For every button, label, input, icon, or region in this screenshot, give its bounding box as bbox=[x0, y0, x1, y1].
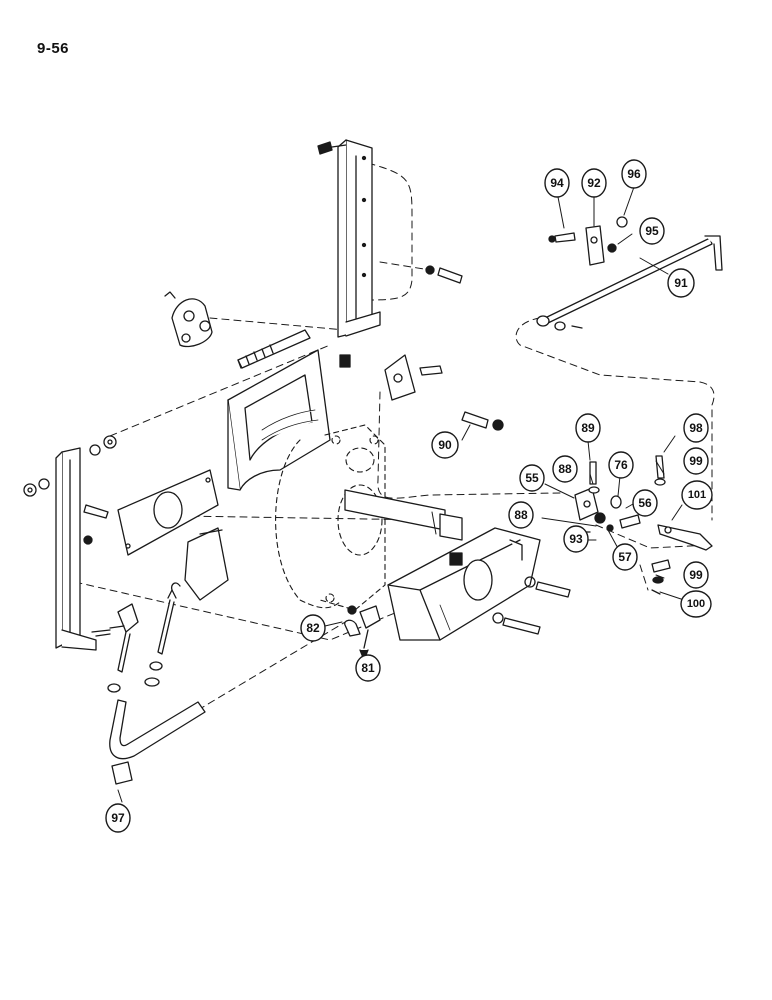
callout-label-94: 94 bbox=[550, 176, 564, 190]
output-shaft bbox=[344, 489, 463, 541]
callout-label-93: 93 bbox=[569, 532, 583, 546]
drain-fitting bbox=[344, 605, 381, 661]
lower-casing bbox=[387, 527, 541, 641]
assembly-guide-lines bbox=[74, 162, 715, 711]
breather-assembly bbox=[95, 603, 139, 693]
upper-vertical-bracket bbox=[337, 139, 381, 338]
callout-label-100: 100 bbox=[687, 598, 705, 610]
long-stud bbox=[237, 329, 351, 369]
callout-label-89: 89 bbox=[581, 421, 595, 435]
callout-label-95: 95 bbox=[645, 224, 659, 238]
callout-label-82: 82 bbox=[306, 621, 320, 635]
callout-label-101: 101 bbox=[688, 489, 706, 501]
callout-89 bbox=[575, 413, 601, 443]
callout-bubbles bbox=[105, 159, 713, 833]
callout-96 bbox=[621, 159, 647, 189]
callout-label-57: 57 bbox=[618, 550, 632, 564]
vent-tube bbox=[109, 699, 206, 785]
callout-91 bbox=[667, 268, 695, 298]
callout-98 bbox=[683, 413, 709, 443]
mid-bracket bbox=[384, 354, 504, 431]
left-hardware bbox=[23, 435, 117, 633]
callout-label-88b: 88 bbox=[514, 508, 528, 522]
callout-labels: 94 92 96 95 91 90 89 98 88 76 99 55 56 1… bbox=[111, 167, 706, 825]
callout-label-92: 92 bbox=[587, 176, 601, 190]
callout-label-96: 96 bbox=[627, 167, 641, 181]
callout-88a bbox=[552, 455, 578, 483]
callout-88b bbox=[508, 501, 534, 529]
callout-92 bbox=[581, 168, 607, 198]
callout-101 bbox=[681, 480, 713, 510]
callout-94 bbox=[544, 168, 570, 198]
callout-82 bbox=[300, 614, 326, 642]
left-mounting-plate bbox=[164, 291, 213, 348]
callout-label-56: 56 bbox=[638, 496, 652, 510]
dipstick bbox=[144, 582, 181, 687]
callout-label-91: 91 bbox=[674, 276, 688, 290]
rod-bracket bbox=[548, 216, 628, 266]
callout-99b bbox=[683, 561, 709, 589]
callout-100 bbox=[680, 590, 712, 618]
callout-label-88a: 88 bbox=[558, 462, 572, 476]
callout-label-98: 98 bbox=[689, 421, 703, 435]
callout-76 bbox=[608, 451, 634, 479]
rubber-boot bbox=[184, 527, 229, 601]
callout-label-97: 97 bbox=[111, 811, 125, 825]
callout-56 bbox=[632, 489, 658, 517]
callout-55 bbox=[519, 464, 545, 492]
callout-label-81: 81 bbox=[361, 661, 375, 675]
callout-99a bbox=[683, 447, 709, 475]
callout-97 bbox=[105, 803, 131, 833]
control-rod bbox=[536, 235, 723, 331]
lever-linkage bbox=[571, 461, 641, 533]
callout-81 bbox=[355, 654, 381, 682]
callout-90 bbox=[431, 431, 459, 459]
page-number: 9-56 bbox=[37, 40, 70, 57]
callout-93 bbox=[563, 525, 589, 553]
callout-label-76: 76 bbox=[614, 458, 628, 472]
top-bracket-bolt bbox=[317, 141, 347, 155]
bracket-side-bolt bbox=[425, 265, 463, 284]
callout-label-99b: 99 bbox=[689, 568, 703, 582]
left-vertical-bracket bbox=[55, 447, 97, 651]
guard-plate bbox=[227, 349, 331, 491]
callout-label-90: 90 bbox=[438, 438, 452, 452]
callout-label-99a: 99 bbox=[689, 454, 703, 468]
callout-label-55: 55 bbox=[525, 471, 539, 485]
callout-95 bbox=[639, 217, 665, 245]
slotted-plate bbox=[117, 469, 219, 556]
callout-57 bbox=[612, 543, 638, 571]
casing-bolts bbox=[492, 576, 571, 635]
